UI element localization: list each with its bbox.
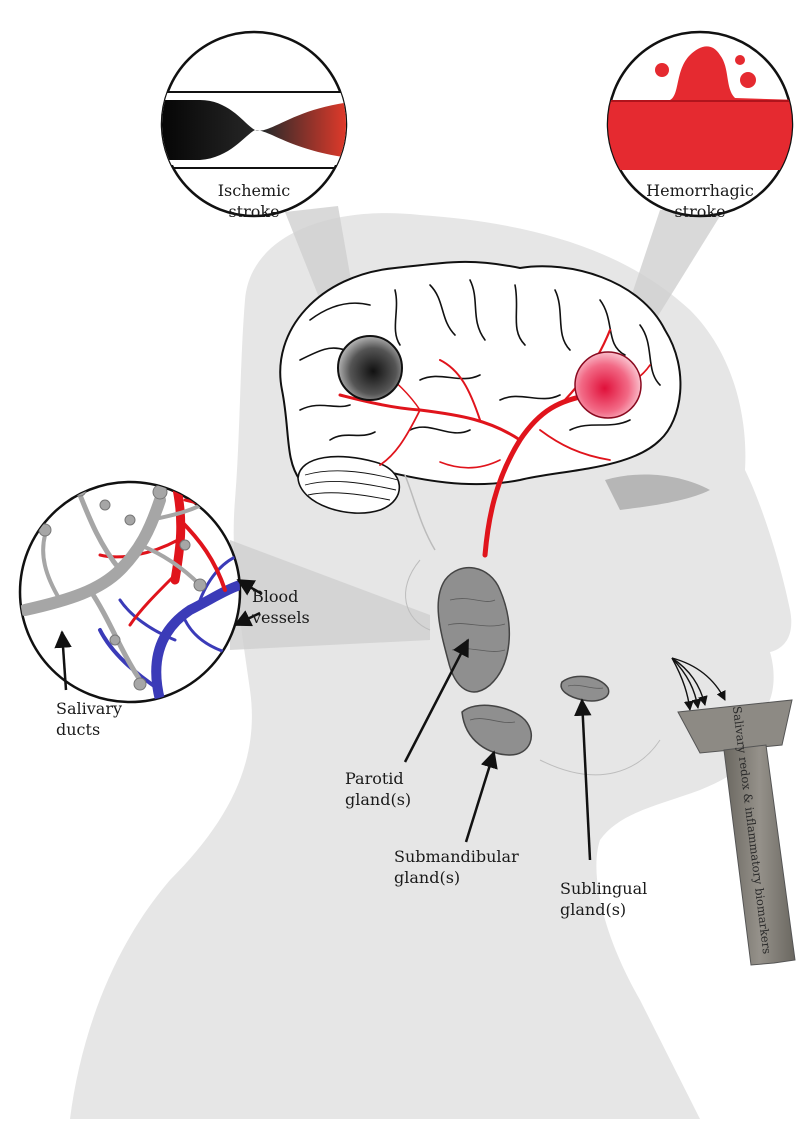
sublingual-label: Sublingual gland(s) xyxy=(560,878,647,920)
hemorrhagic-site xyxy=(575,352,641,418)
salivary-ducts-line2: ducts xyxy=(56,719,122,740)
blood-vessels-line2: vessels xyxy=(252,607,310,628)
hemorrhagic-label-line1: Hemorrhagic xyxy=(640,180,760,201)
hemorrhagic-label-line2: stroke xyxy=(640,201,760,222)
sublingual-line2: gland(s) xyxy=(560,899,647,920)
ischemic-stroke-label: Ischemic stroke xyxy=(214,180,294,222)
parotid-line1: Parotid xyxy=(345,768,411,789)
submandibular-line1: Submandibular xyxy=(394,846,519,867)
salivary-ducts-line1: Salivary xyxy=(56,698,122,719)
blood-vessels-line1: Blood xyxy=(252,586,310,607)
ischemic-label-line2: stroke xyxy=(214,201,294,222)
sublingual-line1: Sublingual xyxy=(560,878,647,899)
parotid-line2: gland(s) xyxy=(345,789,411,810)
parotid-label: Parotid gland(s) xyxy=(345,768,411,810)
submandibular-label: Submandibular gland(s) xyxy=(394,846,519,888)
salivary-ducts-label: Salivary ducts xyxy=(56,698,122,740)
ischemic-vessel xyxy=(160,92,350,168)
ischemic-site xyxy=(338,336,402,400)
blood-vessels-label: Blood vessels xyxy=(252,586,310,628)
ischemic-label-line1: Ischemic xyxy=(214,180,294,201)
hemorrhagic-stroke-label: Hemorrhagic stroke xyxy=(640,180,760,222)
submandibular-line2: gland(s) xyxy=(394,867,519,888)
